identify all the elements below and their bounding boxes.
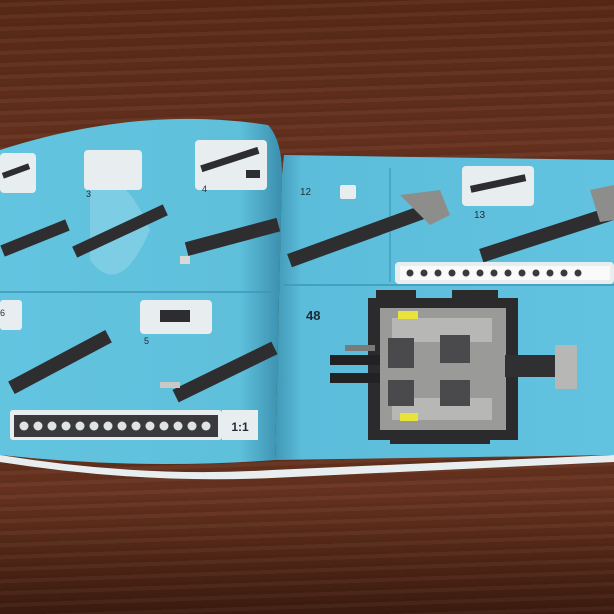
parts-callout — [84, 150, 142, 190]
step-label: 6 — [0, 308, 5, 318]
spaceship-model — [330, 290, 577, 444]
left-lower-assembly — [8, 329, 278, 403]
scale-beam-right — [395, 262, 614, 284]
step-number: 48 — [306, 308, 320, 323]
step-label: 12 — [300, 187, 312, 198]
scale-label: 1:1 — [231, 420, 249, 434]
right-arm-assembly-2 — [479, 185, 614, 263]
parts-callout — [0, 300, 22, 330]
scale-beam: 1:1 — [10, 410, 258, 440]
step-label: 4 — [202, 184, 207, 194]
right-arm-assembly — [287, 190, 450, 268]
left-arm-assembly — [0, 204, 281, 264]
page-edge — [0, 455, 614, 480]
step-label: 3 — [86, 189, 91, 199]
step-label: 13 — [474, 210, 486, 221]
step-label: 5 — [144, 336, 149, 346]
